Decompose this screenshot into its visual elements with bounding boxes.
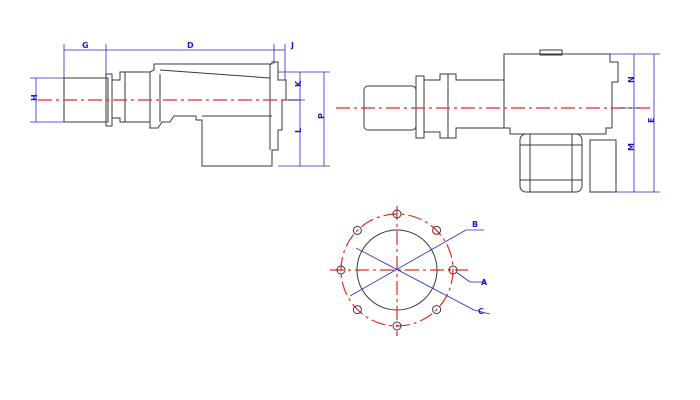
bolt-hole [392, 209, 402, 219]
bolt-hole [352, 225, 362, 235]
dim-label-a: A [481, 278, 488, 287]
dim-label-h: H [30, 94, 39, 101]
dim-label-n: N [627, 76, 636, 83]
side-view-outline [63, 61, 287, 167]
front-view-dimensions [610, 53, 660, 193]
dim-label-c: C [478, 307, 484, 316]
bolt-hole [352, 305, 362, 315]
bolt-hole [392, 321, 402, 331]
dim-label-k: K [294, 80, 303, 87]
bolt-hole [448, 265, 458, 275]
dim-label-g: G [82, 41, 89, 50]
bolt-hole [432, 305, 442, 315]
dim-label-m: M [627, 143, 636, 151]
side-view-dimensions [30, 44, 330, 167]
dim-label-l: L [294, 128, 303, 133]
side-view: G D J H K L P [30, 41, 330, 167]
flange-bolt-holes [336, 209, 458, 331]
dim-label-b: B [472, 220, 478, 229]
dim-label-d: D [187, 41, 194, 50]
flange-view: B A C [330, 206, 491, 336]
bolt-hole [336, 265, 346, 275]
dim-label-e: E [647, 118, 656, 123]
dim-label-j: J [290, 41, 294, 50]
bolt-hole [432, 225, 442, 235]
dim-label-p: P [317, 113, 326, 119]
front-view: N M E [336, 49, 660, 193]
front-view-outline [363, 49, 619, 193]
